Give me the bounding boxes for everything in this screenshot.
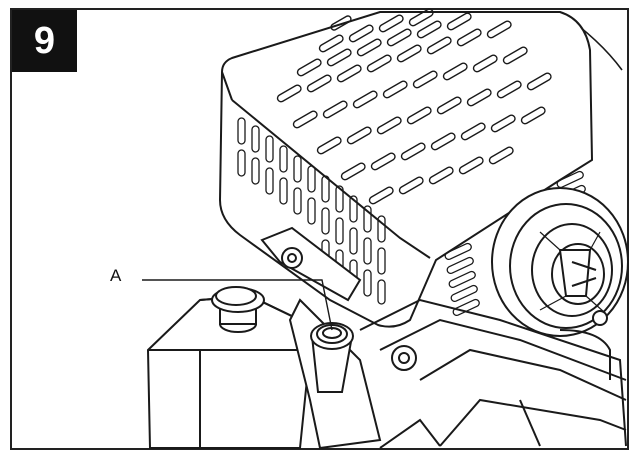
callout-label-a: A [110,266,122,285]
engine-cover-vents-icon [276,8,552,205]
recoil-starter-icon [491,187,629,337]
side-vent-slots [237,117,386,305]
callout-leader-line [142,279,333,331]
oil-fill-port-icon [310,322,354,393]
fuel-cap-icon [211,286,265,333]
step-number-badge: 9 [12,10,77,72]
engine-body [359,298,627,449]
